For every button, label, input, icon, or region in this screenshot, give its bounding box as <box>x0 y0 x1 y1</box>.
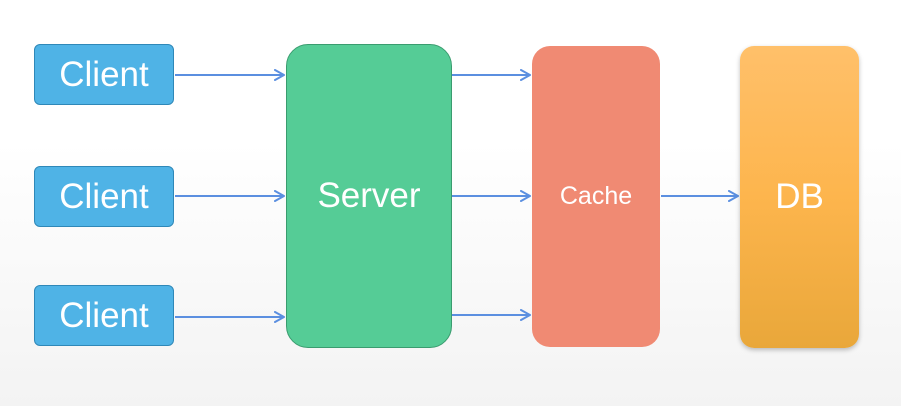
client-node: Client <box>34 166 174 227</box>
client-label: Client <box>59 295 149 335</box>
client-label: Client <box>59 54 149 94</box>
db-label: DB <box>775 177 824 216</box>
db-node: DB <box>740 46 859 348</box>
client-node: Client <box>34 285 174 346</box>
cache-node: Cache <box>532 46 660 347</box>
server-node: Server <box>286 44 452 348</box>
client-label: Client <box>59 176 149 216</box>
cache-label: Cache <box>559 182 633 210</box>
client-node: Client <box>34 44 174 105</box>
server-label: Server <box>317 176 421 215</box>
